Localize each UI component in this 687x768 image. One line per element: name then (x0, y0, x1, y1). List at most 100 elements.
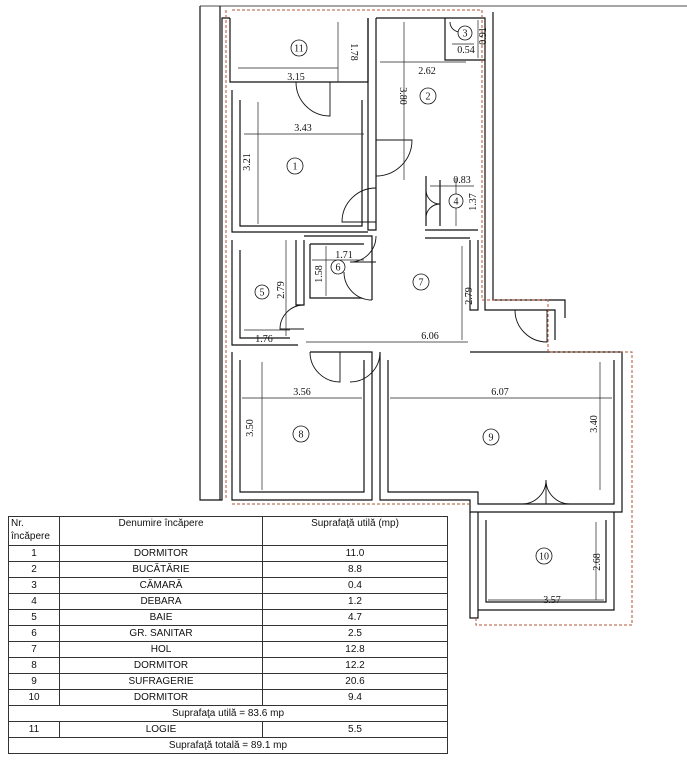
row-area: 0.4 (262, 577, 448, 594)
balcony-dashed-outline (225, 9, 633, 626)
row-nr: 5 (8, 609, 60, 626)
room-6: 6 1.71 1.58 (314, 250, 353, 283)
row-name: SUFRAGERIE (59, 673, 263, 690)
row-area: 8.8 (262, 561, 448, 578)
room-3: 3 0.54 0.91 (457, 25, 489, 56)
row-name: DORMITOR (59, 545, 263, 562)
room-2: 2 2.62 3.80 (397, 66, 437, 105)
row-area: 2.5 (262, 625, 448, 642)
room-id: 9 (489, 433, 494, 444)
row-nr: 8 (8, 657, 60, 674)
room-id: 7 (419, 278, 424, 289)
row-name: GR. SANITAR (59, 625, 263, 642)
grand-total: Suprafaţă totală = 89.1 mp (8, 737, 448, 754)
row-area: 12.8 (262, 641, 448, 658)
table-row: 2 BUCĂTĂRIE 8.8 (8, 561, 448, 578)
room-dimension: 2.62 (418, 66, 436, 77)
header-nr: Nr. încăpere (8, 516, 60, 546)
row-name: CĂMARĂ (59, 577, 263, 594)
table-row: 8 DORMITOR 12.2 (8, 657, 448, 674)
room-id: 11 (294, 44, 304, 55)
room-dimension: 3.43 (294, 123, 312, 134)
room-dimension: 3.15 (287, 72, 305, 83)
room-dimension: 2.79 (464, 287, 475, 305)
room-dimension: 3.21 (242, 153, 253, 171)
room-dimension: 1.58 (314, 265, 325, 283)
room-7: 7 2.79 6.06 (412, 273, 475, 342)
room-id: 1 (293, 162, 298, 173)
room-dimension: 3.40 (589, 415, 600, 433)
room-dimension: 2.68 (592, 553, 603, 571)
row-nr: 7 (8, 641, 60, 658)
row-name: DEBARA (59, 593, 263, 610)
row-name: BUCĂTĂRIE (59, 561, 263, 578)
room-id: 4 (454, 197, 459, 208)
table-header-row: Nr. încăpere Denumire încăpere Suprafaţă… (8, 516, 448, 546)
grand-total-row: Suprafaţă totală = 89.1 mp (8, 737, 448, 754)
door-swings (279, 21, 571, 505)
row-area: 9.4 (262, 689, 448, 706)
dimension-lines (238, 20, 612, 601)
room-10: 10 2.68 3.57 (535, 547, 603, 606)
room-dimension: 3.50 (245, 419, 256, 437)
room-8: 8 3.56 3.50 (245, 387, 311, 443)
room-areas-table: Nr. încăpere Denumire încăpere Suprafaţă… (8, 516, 448, 754)
room-dimension: 6.06 (421, 331, 439, 342)
room-dimension: 3.57 (543, 595, 561, 606)
row-area: 11.0 (262, 545, 448, 562)
row-area: 5.5 (262, 721, 448, 738)
table-row: 3 CĂMARĂ 0.4 (8, 577, 448, 594)
header-name: Denumire încăpere (59, 516, 263, 546)
row-nr: 6 (8, 625, 60, 642)
room-dimension: 1.76 (255, 334, 273, 345)
row-name: LOGIE (59, 721, 263, 738)
room-dimension: 2.79 (276, 281, 287, 299)
room-9: 9 6.07 3.40 (482, 387, 600, 446)
room-dimension: 6.07 (491, 387, 509, 398)
row-name: DORMITOR (59, 657, 263, 674)
row-name: HOL (59, 641, 263, 658)
room-id: 5 (260, 288, 265, 299)
table-row: 1 DORMITOR 11.0 (8, 545, 448, 562)
room-dimension: 3.56 (293, 387, 311, 398)
room-id: 2 (426, 92, 431, 103)
room-dimension: 0.91 (478, 27, 489, 45)
row-nr: 11 (8, 721, 60, 738)
row-nr: 3 (8, 577, 60, 594)
useful-area-total: Suprafaţa utilă = 83.6 mp (8, 705, 448, 722)
row-nr: 4 (8, 593, 60, 610)
table-row: 6 GR. SANITAR 2.5 (8, 625, 448, 642)
room-dimension: 0.83 (453, 175, 471, 186)
row-nr: 10 (8, 689, 60, 706)
room-dimension: 1.71 (335, 250, 353, 261)
room-id: 8 (299, 430, 304, 441)
room-4: 4 0.83 1.37 (448, 175, 479, 211)
room-id: 3 (463, 29, 468, 40)
room-dimension: 0.54 (457, 45, 475, 56)
row-area: 1.2 (262, 593, 448, 610)
room-dimension: 1.78 (348, 43, 359, 61)
room-11: 11 3.15 1.78 (287, 39, 359, 83)
table-row: 5 BAIE 4.7 (8, 609, 448, 626)
room-1: 1 3.43 3.21 (242, 123, 312, 175)
table-row: 4 DEBARA 1.2 (8, 593, 448, 610)
row-nr: 2 (8, 561, 60, 578)
room-5: 5 2.79 1.76 (254, 281, 287, 345)
row-name: BAIE (59, 609, 263, 626)
row-name: DORMITOR (59, 689, 263, 706)
row-nr: 1 (8, 545, 60, 562)
row-area: 20.6 (262, 673, 448, 690)
table-row: 10 DORMITOR 9.4 (8, 689, 448, 706)
row-area: 4.7 (262, 609, 448, 626)
table-row: 11 LOGIE 5.5 (8, 721, 448, 738)
room-dimension: 3.80 (397, 87, 408, 105)
table-row: 7 HOL 12.8 (8, 641, 448, 658)
row-nr: 9 (8, 673, 60, 690)
room-id: 6 (336, 263, 341, 274)
header-area: Suprafaţă utilă (mp) (262, 516, 448, 546)
room-id: 10 (539, 552, 549, 563)
room-dimension: 1.37 (468, 193, 479, 211)
row-area: 12.2 (262, 657, 448, 674)
useful-area-total-row: Suprafaţa utilă = 83.6 mp (8, 705, 448, 722)
